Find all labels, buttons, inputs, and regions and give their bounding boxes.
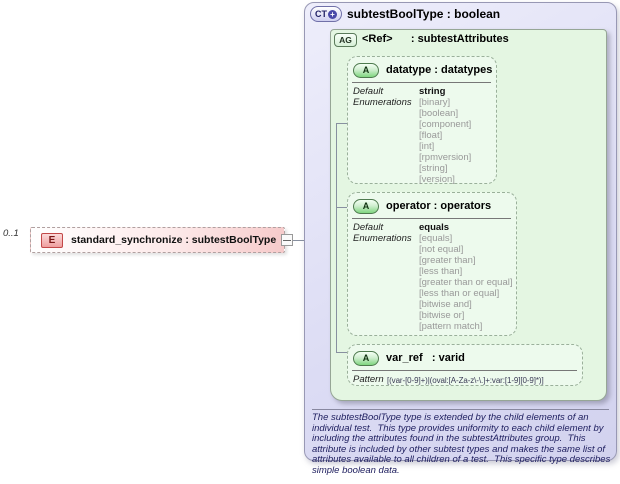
attribute-label: var_ref : varid: [386, 352, 465, 364]
attribute-header: A operator : operators: [348, 193, 516, 214]
attribute-label: datatype : datatypes: [386, 64, 493, 76]
cardinality-label: 0..1: [3, 228, 19, 239]
enum-value: [boolean]: [419, 108, 459, 119]
element-node-standard-synchronize[interactable]: E standard_synchronize : subtestBoolType: [30, 227, 285, 253]
attribute-label: operator : operators: [386, 200, 492, 212]
connector-line: [293, 240, 305, 241]
facet-label-default: Default: [353, 86, 384, 97]
attribute-facets: Default string Enumerations [binary][boo…: [348, 85, 496, 185]
enum-value: [bitwise or]: [419, 310, 465, 321]
enum-value: [greater than]: [419, 255, 476, 266]
attribute-node-datatype[interactable]: A datatype : datatypes Default string En…: [347, 56, 497, 185]
facet-label-default: Default: [353, 222, 384, 233]
element-label: standard_synchronize : subtestBoolType: [71, 234, 277, 246]
attribute-group-icon: AG: [334, 33, 357, 47]
complex-type-title: subtestBoolType : boolean: [347, 7, 501, 21]
facet-label-enumerations: Enumerations: [353, 233, 412, 244]
tree-stub-varref: [336, 352, 347, 353]
attribute-node-var-ref[interactable]: A var_ref : varid Pattern [(var-[0-9]+)|…: [347, 344, 583, 386]
attribute-icon: A: [353, 350, 379, 366]
facet-default-value: string: [419, 86, 446, 97]
enum-value: [less than or equal]: [419, 288, 500, 299]
expand-plus-icon[interactable]: +: [328, 9, 337, 19]
attribute-facets: Default equals Enumerations [equals][not…: [348, 221, 516, 332]
facet-label-enumerations: Enumerations: [353, 97, 412, 108]
enum-value: [string]: [419, 163, 448, 174]
attribute-header: A var_ref : varid: [348, 345, 582, 366]
enum-value: [component]: [419, 119, 472, 130]
attribute-header: A datatype : datatypes: [348, 57, 496, 78]
enum-value: [less than]: [419, 266, 463, 277]
enumeration-list: [binary][boolean][component][float][int]…: [419, 97, 471, 185]
collapse-toggle[interactable]: [281, 234, 293, 246]
divider: [352, 370, 577, 371]
tree-stub-datatype: [336, 123, 347, 124]
enum-value: [pattern match]: [419, 321, 483, 332]
facet-pattern-value: [(var-[0-9]+)|(oval:[A-Za-z\-\.]+:var:[1…: [387, 376, 544, 385]
attribute-icon: A: [353, 198, 379, 214]
attribute-facets: Pattern [(var-[0-9]+)|(oval:[A-Za-z\-\.]…: [348, 373, 582, 386]
enum-value: [not equal]: [419, 244, 464, 255]
ct-icon-label: CT: [315, 9, 327, 19]
enum-value: [int]: [419, 141, 435, 152]
enum-value: [greater than or equal]: [419, 277, 513, 288]
minus-icon: [283, 240, 291, 241]
attribute-node-operator[interactable]: A operator : operators Default equals En…: [347, 192, 517, 336]
enum-value: [bitwise and]: [419, 299, 472, 310]
attribute-icon: A: [353, 62, 379, 78]
tree-stub-operator: [336, 207, 347, 208]
tree-trunk-line: [336, 123, 337, 353]
facet-default-value: equals: [419, 222, 450, 233]
divider: [352, 82, 491, 83]
enum-value: [binary]: [419, 97, 451, 108]
enum-value: [rpmversion]: [419, 152, 472, 163]
type-description: The subtestBoolType type is extended by …: [312, 412, 613, 476]
enumeration-list: [equals][not equal][greater than][less t…: [419, 233, 512, 332]
element-icon: E: [41, 232, 63, 248]
enum-value: [version]: [419, 174, 455, 185]
attribute-group-label: <Ref> : subtestAttributes: [362, 33, 509, 45]
divider: [352, 218, 511, 219]
complex-type-icon[interactable]: CT +: [310, 6, 342, 22]
description-divider: [312, 409, 609, 410]
enum-value: [equals]: [419, 233, 453, 244]
enum-value: [float]: [419, 130, 443, 141]
facet-label-pattern: Pattern: [353, 374, 384, 385]
